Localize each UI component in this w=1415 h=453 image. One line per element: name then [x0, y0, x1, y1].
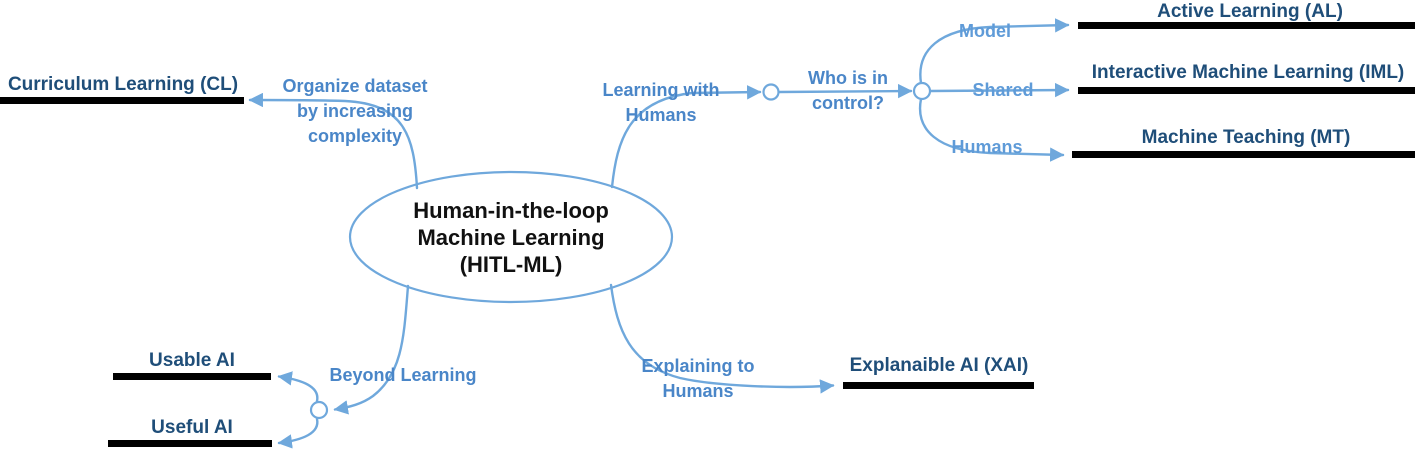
- central-topic-line-2: Machine Learning: [417, 225, 605, 250]
- branch-label-model: Model: [959, 21, 1011, 41]
- branch-label-beyond-learning: Beyond Learning: [329, 365, 477, 385]
- branch-label-humans: Humans: [951, 137, 1023, 157]
- branch-label-control-line-1: Who is in: [808, 68, 888, 88]
- branch-line-shared: [929, 82, 1070, 98]
- branch-label-organize-line-1: Organize dataset: [282, 76, 428, 96]
- branch-curve-beyond-learning: [333, 284, 410, 415]
- central-topic-line-1: Human-in-the-loop: [413, 198, 609, 223]
- node-label-useful-ai: Useful AI: [151, 417, 233, 438]
- node-label-explainable-ai: Explanaible AI (XAI): [849, 355, 1029, 376]
- branch-label-learning-line-2: Humans: [625, 105, 697, 125]
- branch-curve-model: [919, 18, 1070, 85]
- branch-label-organize-line-3: complexity: [307, 126, 403, 146]
- branch-label-who-is-in-control: Who is in control?: [808, 66, 888, 116]
- branch-label-explaining-to-humans: Explaining to Humans: [641, 354, 754, 404]
- junction-circle-beyond-learning: [309, 400, 329, 420]
- branch-curve-usable-ai: [277, 371, 319, 403]
- node-bar-usable-ai: [113, 373, 271, 380]
- branch-curve-useful-ai: [277, 417, 319, 449]
- node-bar-machine-teaching: [1072, 151, 1415, 158]
- central-topic-label: Human-in-the-loop Machine Learning (HITL…: [413, 197, 609, 278]
- node-bar-interactive-ml: [1078, 87, 1415, 94]
- node-label-active-learning: Active Learning (AL): [1157, 1, 1343, 22]
- node-label-usable-ai: Usable AI: [149, 350, 235, 371]
- branch-curve-learning-with-humans: [610, 85, 762, 189]
- branch-label-learning-with-humans: Learning with Humans: [603, 78, 720, 128]
- branch-label-shared: Shared: [972, 80, 1034, 100]
- junction-circle-who-is-in-control: [912, 81, 932, 101]
- node-label-interactive-ml: Interactive Machine Learning (IML): [1091, 62, 1405, 83]
- node-bar-useful-ai: [108, 440, 272, 447]
- branch-label-explaining-line-2: Humans: [662, 381, 734, 401]
- central-topic-line-3: (HITL-ML): [459, 252, 563, 277]
- branch-label-control-line-2: control?: [812, 93, 884, 113]
- branch-label-organize-dataset: Organize dataset by increasing complexit…: [282, 74, 427, 149]
- branch-label-organize-line-2: by increasing: [296, 101, 414, 121]
- branch-line-who-is-in-control: [777, 83, 913, 99]
- central-topic-ellipse: [348, 170, 674, 304]
- branch-label-learning-line-1: Learning with: [602, 80, 720, 100]
- branch-curve-humans: [918, 97, 1065, 162]
- node-label-machine-teaching: Machine Teaching (MT): [1141, 127, 1351, 148]
- node-bar-curriculum-learning: [0, 97, 244, 104]
- node-bar-active-learning: [1078, 22, 1415, 29]
- branch-label-explaining-line-1: Explaining to: [641, 356, 755, 376]
- node-bar-explainable-ai: [843, 382, 1034, 389]
- branch-curve-explaining-to-humans: [609, 283, 835, 394]
- node-label-curriculum-learning: Curriculum Learning (CL): [7, 74, 239, 95]
- branch-curve-organize-dataset: [248, 92, 419, 190]
- junction-circle-learning-with-humans: [762, 83, 780, 101]
